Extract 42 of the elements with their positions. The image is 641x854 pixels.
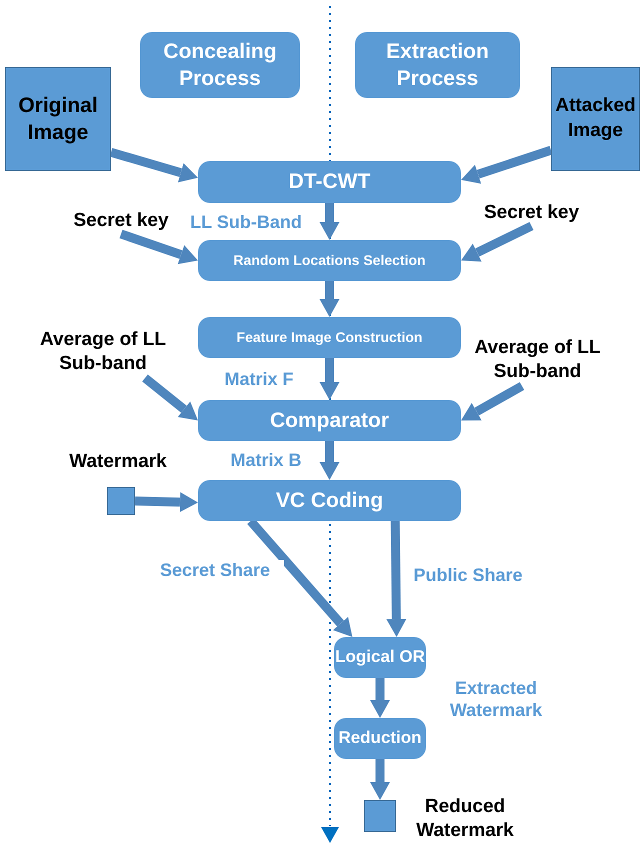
box-label: Comparator [270, 408, 390, 434]
arrow [320, 441, 340, 480]
box-label: Reduction [338, 727, 422, 750]
process-box [198, 400, 461, 441]
input-image-box [551, 67, 640, 171]
arrow [320, 203, 340, 240]
process-box [198, 317, 461, 358]
input-label: Secret key [66, 208, 176, 234]
arrow [320, 358, 340, 400]
process-box [198, 161, 461, 203]
box-label: VC Coding [276, 488, 384, 514]
process-box [334, 637, 426, 678]
process-box [198, 240, 461, 281]
box-label: Attacked Image [554, 94, 637, 143]
arrow [142, 374, 198, 420]
symbol-caption: Watermark [68, 450, 168, 474]
arrow [386, 520, 406, 637]
box-label: Random Locations Selection [233, 251, 426, 270]
input-label: Average of LL Sub-band [460, 334, 615, 386]
box-label: Feature Image Construction [236, 328, 422, 347]
arrow [120, 230, 198, 264]
box-label: Concealing Process [162, 38, 278, 92]
process-box [198, 480, 461, 521]
process-box [140, 32, 300, 98]
process-box [355, 32, 520, 98]
process-box [334, 718, 426, 759]
arrow [134, 492, 198, 512]
arrow [461, 146, 552, 184]
arrow [370, 678, 390, 718]
arrow [461, 382, 524, 420]
box-label: Logical OR [335, 646, 425, 668]
box-label: Original Image [17, 92, 99, 146]
box-label: Extraction Process [385, 38, 490, 92]
arrow [247, 518, 352, 637]
arrow [370, 759, 390, 800]
input-label: Secret key [474, 200, 589, 226]
arrow [110, 148, 198, 182]
input-label: Average of LL Sub-band [28, 326, 178, 378]
box-label: DT-CWT [288, 169, 370, 196]
symbol-caption: Reduced Watermark [415, 795, 515, 842]
input-image-box [5, 67, 111, 171]
arrow [461, 222, 534, 262]
